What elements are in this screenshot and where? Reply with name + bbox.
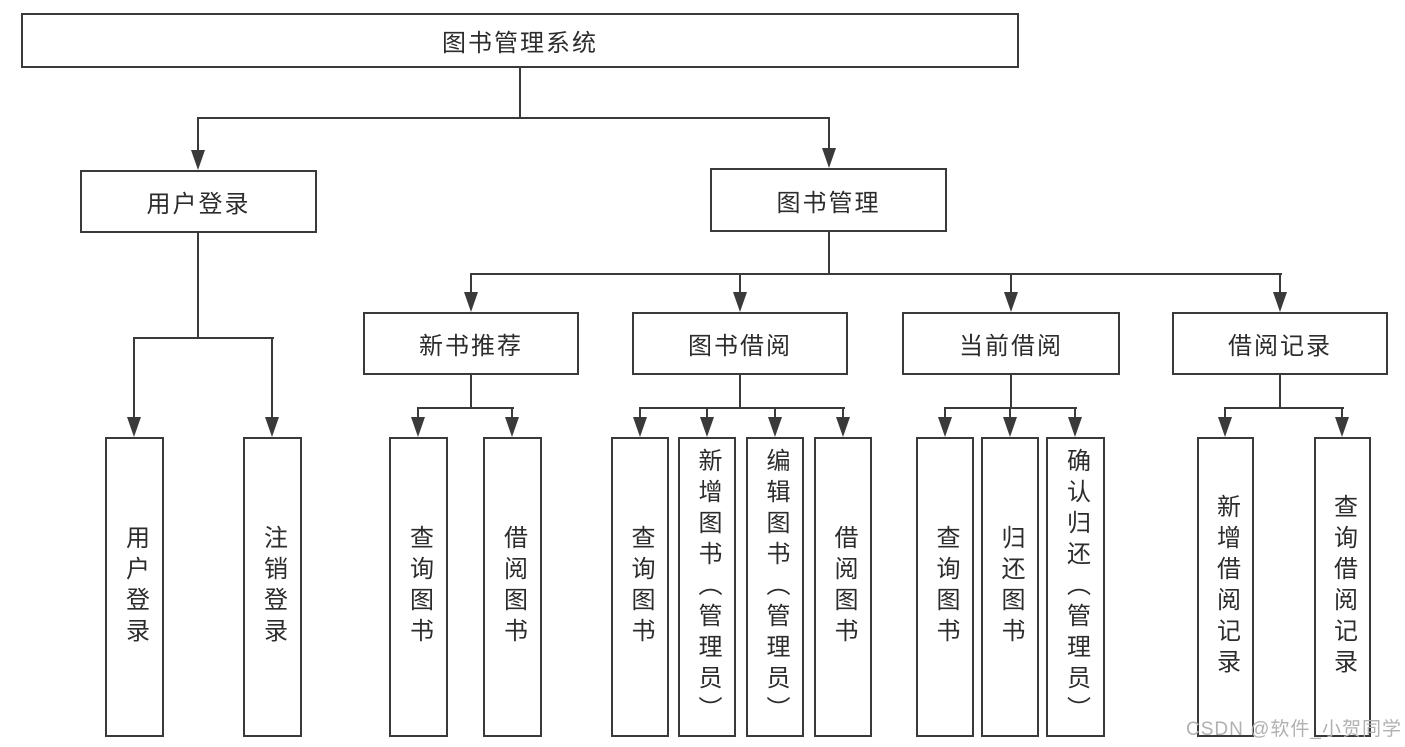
connector-user-login-shaft-1 [133,339,135,418]
node-borrow-records-label: 借阅记录 [1228,333,1332,360]
watermark: CSDN @软件_小贺同学 [1186,719,1402,740]
node-book-borrow-label: 图书借阅 [688,333,792,360]
connector-root-shaft-left [197,119,199,152]
connector-current-shaft-2 [1009,409,1011,418]
connector-user-login-vline [197,233,199,339]
connector-recommend-hline [417,407,514,409]
node-book-borrow: 图书借阅 [632,312,848,375]
leaf-add-books-admin-label: 新增图书（管理员） [694,447,721,727]
leaf-recommend-query-books-label: 查询图书 [405,525,433,649]
connector-book-management-arrowhead-2 [733,292,747,312]
node-user-login-label: 用户登录 [146,191,251,218]
connector-book-management-shaft-2 [739,275,741,293]
node-root-label: 图书管理系统 [442,30,598,57]
leaf-add-borrow-record: 新增借阅记录 [1197,437,1254,737]
leaf-borrow-query-books-label: 查询图书 [627,525,654,649]
leaf-user-login: 用户登录 [105,437,164,737]
connector-recommend-shaft-1 [417,409,419,418]
connector-current-arrowhead-1 [938,417,952,437]
connector-book-management-vline [828,232,830,275]
leaf-logout-label: 注销登录 [259,525,287,649]
connector-borrow-shaft-2 [706,409,708,418]
connector-borrow-hline [639,407,845,409]
connector-root-arrowhead-left [191,150,205,170]
connector-records-arrowhead-1 [1218,417,1232,437]
node-new-book-recommend: 新书推荐 [363,312,579,375]
leaf-add-borrow-record-label: 新增借阅记录 [1212,494,1240,680]
connector-records-arrowhead-2 [1335,417,1349,437]
connector-current-vline [1010,375,1012,409]
connector-book-management-arrowhead-1 [464,292,478,312]
leaf-user-login-label: 用户登录 [121,525,149,649]
connector-records-shaft-1 [1224,409,1226,418]
node-book-management-label: 图书管理 [776,189,881,217]
connector-records-vline [1279,375,1281,409]
node-user-login: 用户登录 [80,170,317,233]
connector-current-shaft-1 [944,409,946,418]
connector-current-arrowhead-3 [1068,417,1082,437]
connector-book-management-shaft-4 [1279,275,1281,293]
connector-user-login-shaft-2 [271,339,273,418]
connector-borrow-shaft-1 [639,409,641,418]
connector-borrow-shaft-3 [774,409,776,418]
leaf-recommend-borrow-books: 借阅图书 [483,437,542,737]
connector-user-login-arrowhead-2 [265,417,279,437]
node-borrow-records: 借阅记录 [1172,312,1388,375]
leaf-edit-books-admin: 编辑图书（管理员） [746,437,804,737]
connector-user-login-arrowhead-1 [127,417,141,437]
connector-borrow-vline [739,375,741,409]
node-current-borrow: 当前借阅 [902,312,1120,375]
leaf-query-borrow-record-label: 查询借阅记录 [1329,494,1357,680]
connector-book-management-shaft-1 [470,275,472,293]
node-root: 图书管理系统 [21,13,1019,68]
connector-borrow-arrowhead-4 [836,417,850,437]
leaf-recommend-query-books: 查询图书 [389,437,448,737]
connector-recommend-arrowhead-2 [505,417,519,437]
leaf-return-books-label: 归还图书 [997,525,1024,649]
node-new-book-recommend-label: 新书推荐 [419,333,523,360]
connector-book-management-arrowhead-3 [1004,292,1018,312]
leaf-confirm-return-admin-label: 确认归还（管理员） [1062,447,1090,727]
connector-current-arrowhead-2 [1003,417,1017,437]
leaf-confirm-return-admin: 确认归还（管理员） [1046,437,1105,737]
connector-book-management-shaft-3 [1010,275,1012,293]
connector-borrow-arrowhead-2 [700,417,714,437]
leaf-borrow-books: 借阅图书 [814,437,872,737]
leaf-edit-books-admin-label: 编辑图书（管理员） [762,447,789,727]
connector-recommend-shaft-2 [511,409,513,418]
node-book-management: 图书管理 [710,168,947,232]
connector-root-shaft-right [828,119,830,150]
connector-current-hline [944,407,1077,409]
leaf-borrow-books-label: 借阅图书 [830,525,857,649]
connector-recommend-vline [470,375,472,409]
leaf-return-books: 归还图书 [981,437,1039,737]
connector-recommend-arrowhead-1 [411,417,425,437]
node-current-borrow-label: 当前借阅 [959,333,1063,360]
connector-user-login-hline [133,337,274,339]
connector-records-shaft-2 [1341,409,1343,418]
leaf-recommend-borrow-books-label: 借阅图书 [499,525,527,649]
leaf-current-query-books-label: 查询图书 [932,525,959,649]
leaf-borrow-query-books: 查询图书 [611,437,669,737]
connector-records-hline [1224,407,1344,409]
connector-book-management-hline [470,273,1282,275]
connector-root-hline [197,117,830,119]
leaf-logout: 注销登录 [243,437,302,737]
connector-borrow-arrowhead-1 [633,417,647,437]
leaf-add-books-admin: 新增图书（管理员） [678,437,736,737]
connector-current-shaft-3 [1074,409,1076,418]
connector-borrow-shaft-4 [842,409,844,418]
leaf-query-borrow-record: 查询借阅记录 [1314,437,1371,737]
connector-borrow-arrowhead-3 [768,417,782,437]
connector-root-arrowhead-right [822,148,836,168]
connector-root-vline [519,68,521,119]
leaf-current-query-books: 查询图书 [916,437,974,737]
connector-book-management-arrowhead-4 [1273,292,1287,312]
